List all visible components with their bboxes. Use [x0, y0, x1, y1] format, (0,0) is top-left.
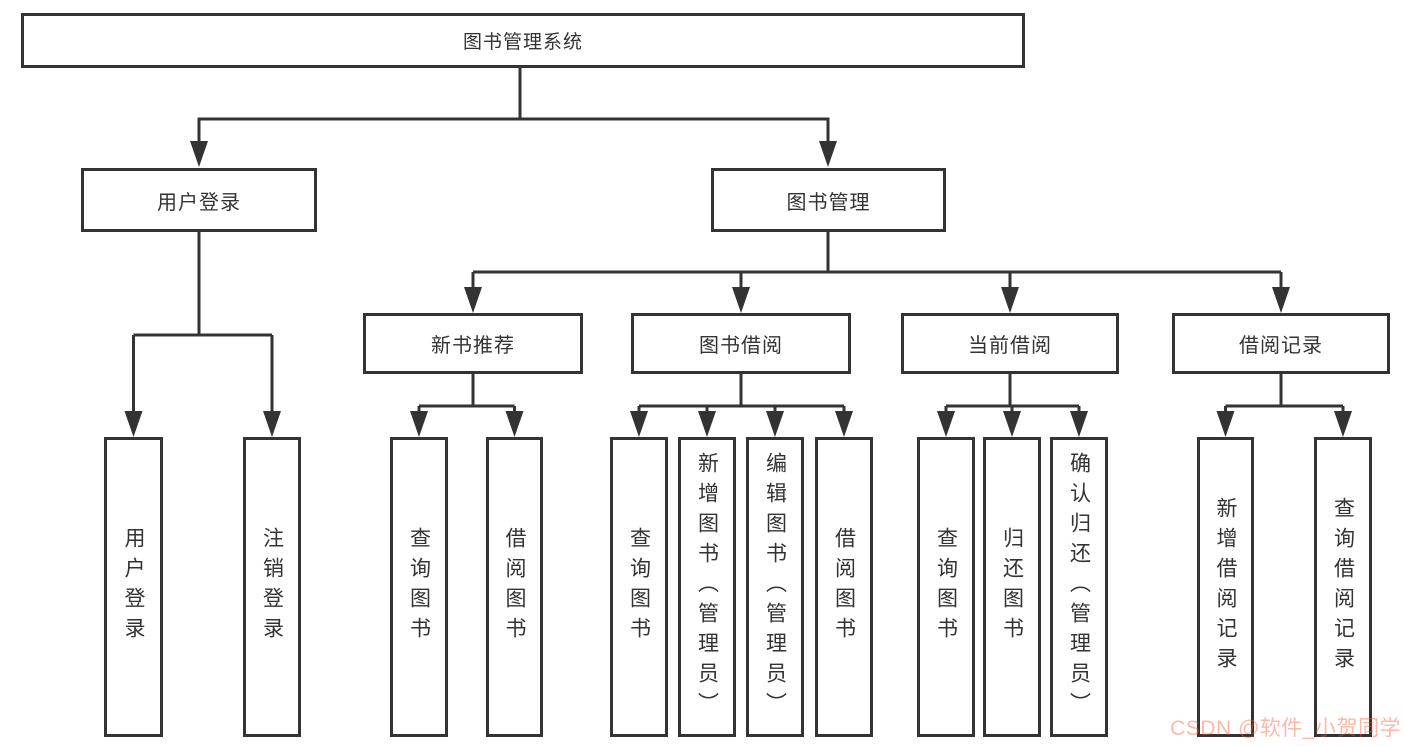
- node-user-login: 用户登录: [81, 168, 317, 232]
- node-label: 借阅记录: [1239, 335, 1323, 357]
- node-label: 查询图书: [627, 527, 651, 647]
- leaf-borrow-add-books-admin: 新增图书（管理员）: [678, 437, 736, 737]
- node-label: 图书管理: [786, 191, 871, 214]
- leaf-borrow-query-books: 查询图书: [610, 437, 668, 737]
- node-label: 借阅图书: [832, 527, 856, 647]
- node-label: 确认归还（管理员）: [1067, 452, 1091, 722]
- node-label: 图书管理系统: [462, 32, 583, 53]
- leaf-current-query-books: 查询图书: [917, 437, 975, 737]
- leaf-current-return-books: 归还图书: [983, 437, 1041, 737]
- leaf-records-add-borrow-record: 新增借阅记录: [1197, 437, 1254, 737]
- node-label: 查询图书: [407, 527, 431, 647]
- node-label: 注销登录: [260, 527, 284, 647]
- node-label: 图书借阅: [699, 335, 783, 357]
- watermark: CSDN @软件_小贺同学: [1170, 717, 1401, 740]
- node-label: 归还图书: [1000, 527, 1024, 647]
- leaf-borrow-edit-books-admin: 编辑图书（管理员）: [746, 437, 804, 737]
- node-label: 查询借阅记录: [1331, 497, 1355, 677]
- leaf-records-query-borrow-record: 查询借阅记录: [1314, 437, 1372, 737]
- node-book-borrowing: 图书借阅: [631, 313, 851, 374]
- node-label: 编辑图书（管理员）: [763, 452, 787, 722]
- node-label: 当前借阅: [968, 335, 1052, 357]
- node-label: 用户登录: [157, 191, 241, 214]
- leaf-user-login: 用户登录: [104, 437, 163, 737]
- leaf-recommend-borrow-books: 借阅图书: [486, 437, 543, 737]
- leaf-recommend-query-books: 查询图书: [390, 437, 448, 737]
- node-current-borrowing: 当前借阅: [901, 313, 1119, 374]
- node-label: 新增借阅记录: [1214, 497, 1237, 677]
- leaf-current-confirm-return-admin: 确认归还（管理员）: [1050, 437, 1108, 737]
- node-label: 用户登录: [122, 527, 145, 647]
- node-library-management-system: 图书管理系统: [21, 13, 1025, 68]
- node-book-management: 图书管理: [711, 168, 946, 232]
- node-borrowing-records: 借阅记录: [1172, 313, 1390, 374]
- node-label: 新书推荐: [431, 335, 515, 357]
- node-label: 借阅图书: [503, 527, 526, 647]
- leaf-borrow-borrow-books: 借阅图书: [815, 437, 873, 737]
- node-label: 新增图书（管理员）: [695, 452, 719, 722]
- leaf-logout: 注销登录: [243, 437, 301, 737]
- node-new-book-recommendation: 新书推荐: [363, 313, 583, 374]
- node-label: 查询图书: [934, 527, 958, 647]
